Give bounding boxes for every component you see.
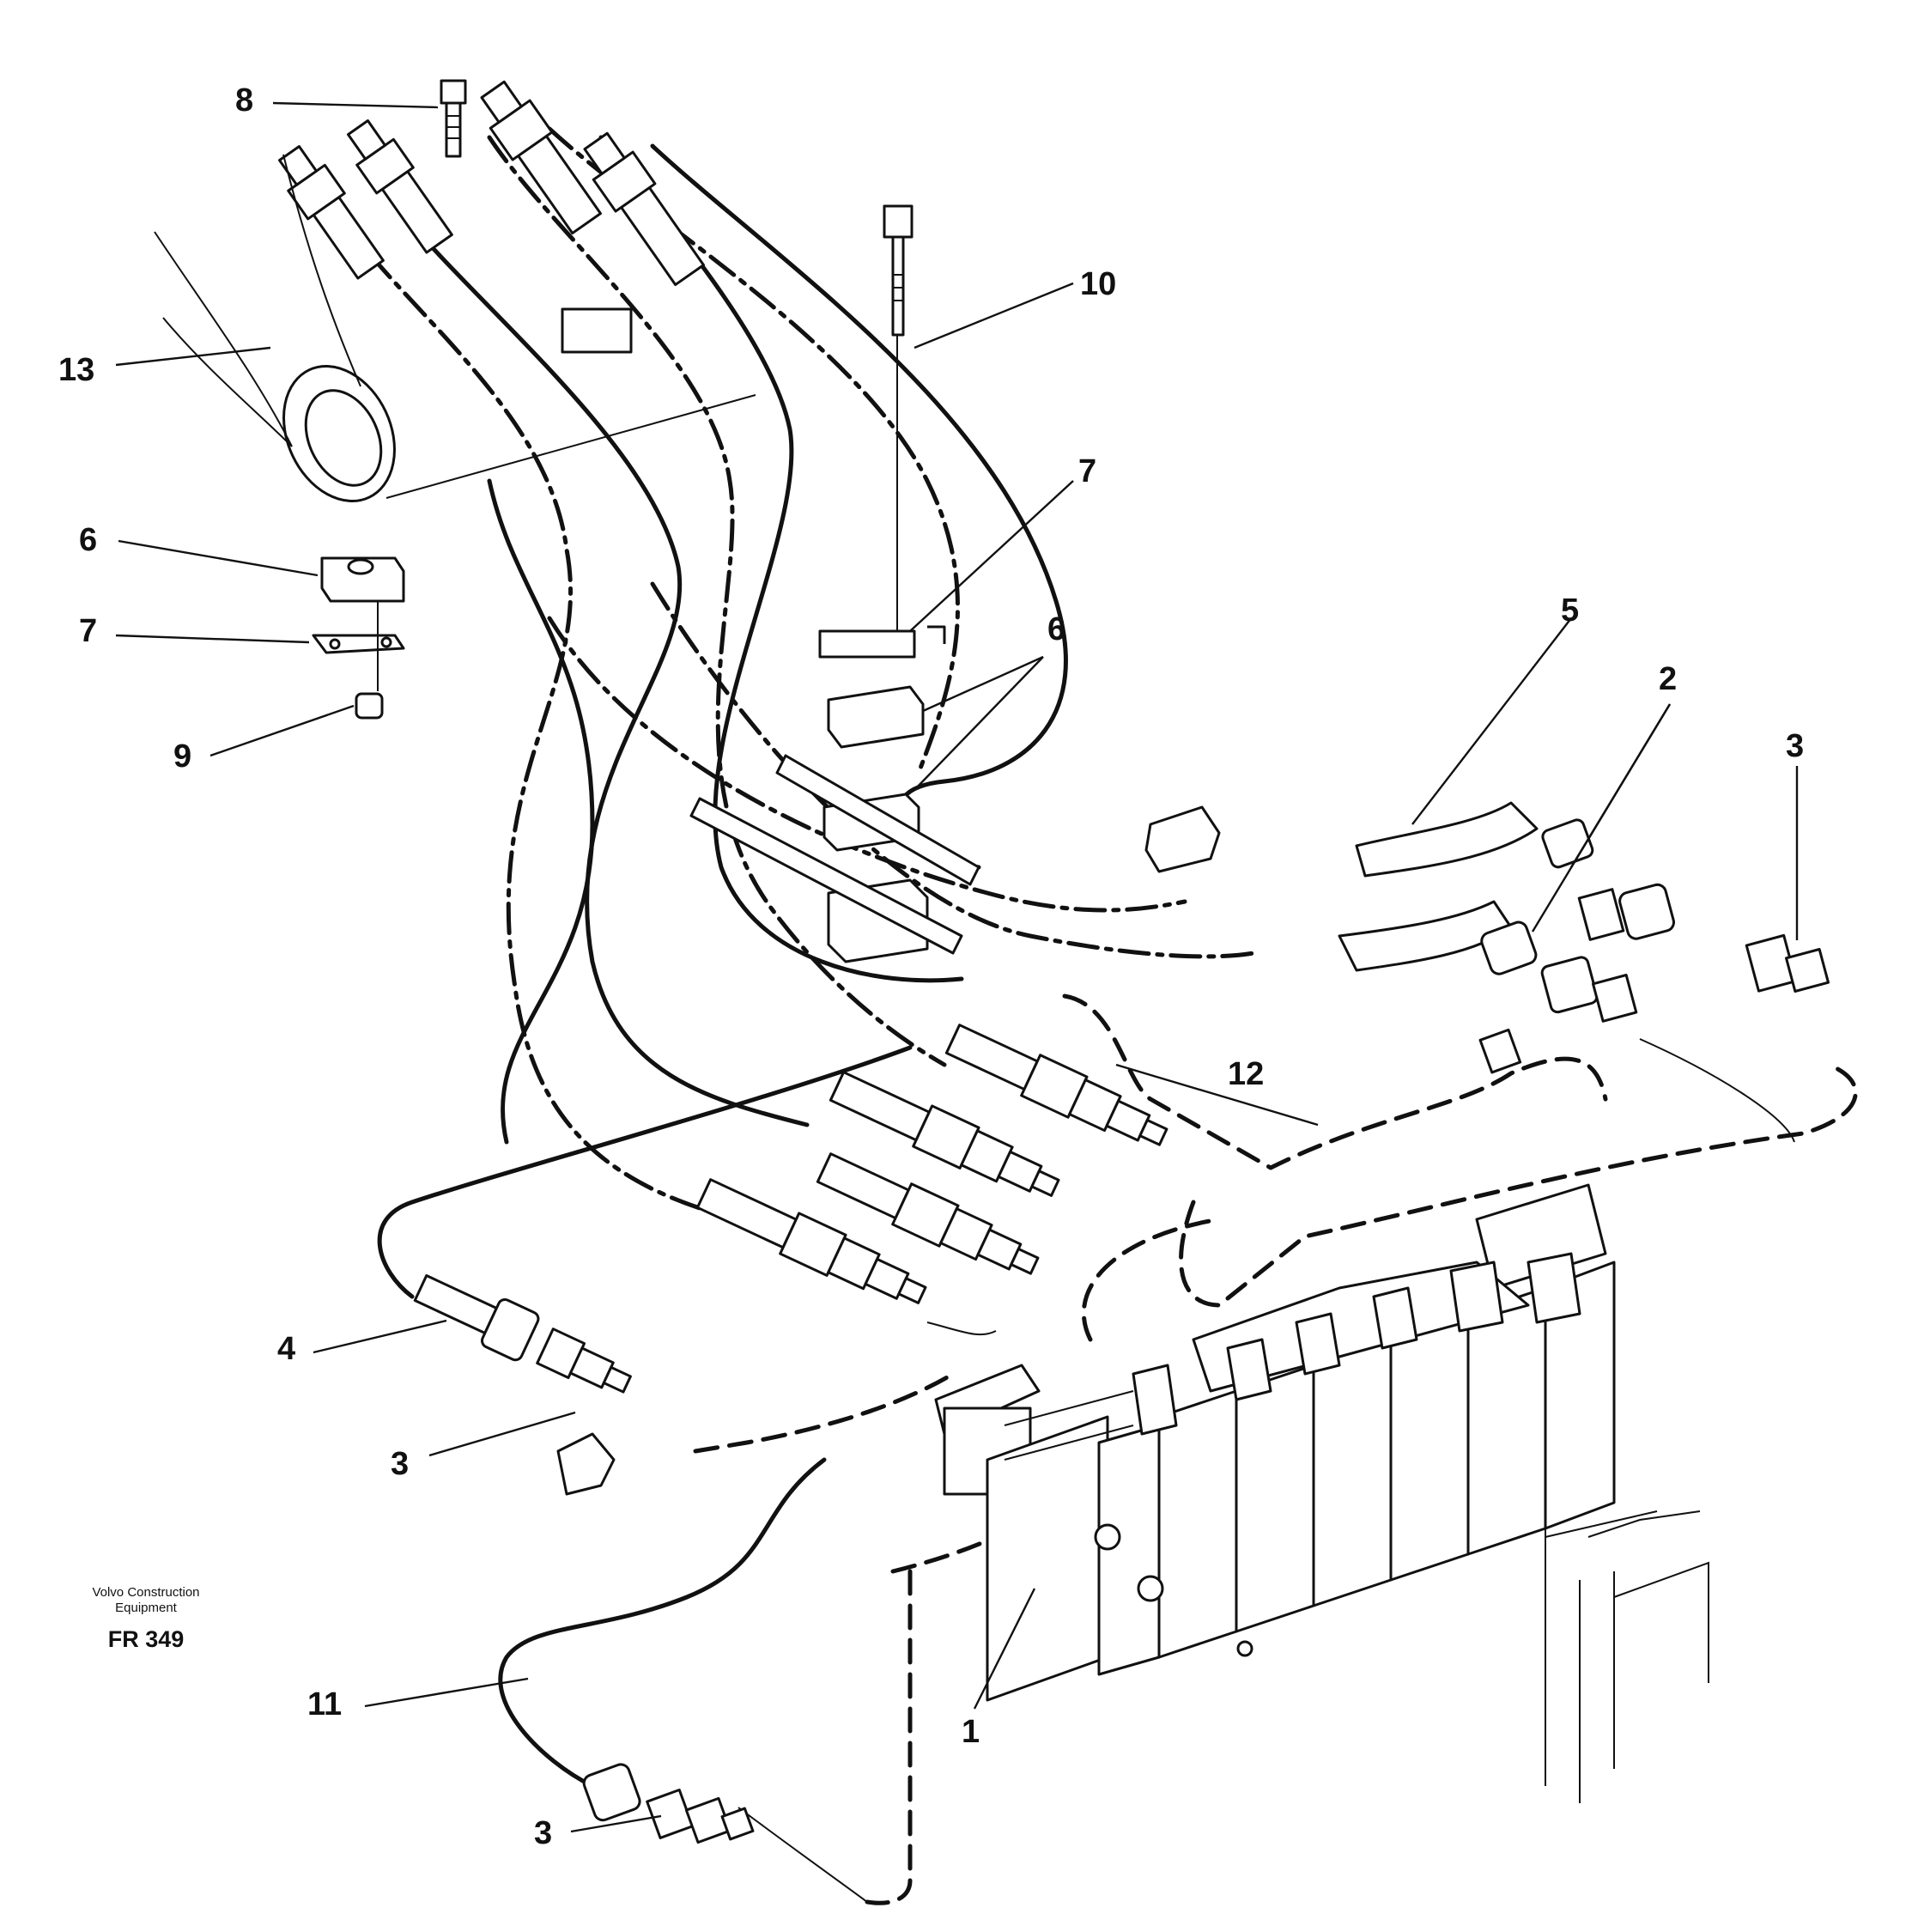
brand-line-2: Equipment: [115, 1601, 177, 1615]
figure-code: FR 349: [107, 1626, 185, 1652]
control-valve-1: [934, 1183, 1709, 1803]
callout-7-left: 7: [79, 613, 98, 649]
callout-1: 1: [962, 1714, 980, 1750]
callout-3-bottom: 3: [534, 1815, 553, 1851]
callout-13: 13: [58, 352, 95, 388]
callout-5: 5: [1561, 592, 1580, 629]
callout-2: 2: [1659, 661, 1678, 697]
fitting-group-right: [1144, 801, 1830, 1074]
top-hose-ends: [278, 80, 705, 287]
callout-10: 10: [1080, 266, 1117, 302]
callout-6-mid: 6: [1047, 611, 1066, 647]
callout-3-right: 3: [1786, 728, 1805, 764]
callout-6-left: 6: [79, 522, 98, 558]
bolt-8: [440, 79, 467, 158]
callout-8: 8: [235, 82, 254, 118]
fitting-group-lower: [413, 1273, 827, 1844]
callout-12: 12: [1228, 1056, 1265, 1092]
callout-7-top: 7: [1078, 453, 1097, 489]
callout-3-left: 3: [391, 1446, 410, 1482]
brand-line-1: Volvo Construction: [92, 1585, 200, 1600]
callout-9: 9: [173, 738, 192, 775]
grommet-13: [154, 154, 756, 503]
clamped-pipes: [689, 625, 980, 955]
clamp-set-left: [312, 556, 405, 720]
fitting-group-mid: [695, 1024, 1168, 1304]
callout-leaders: [115, 101, 1799, 1833]
callout-4: 4: [277, 1331, 296, 1367]
callout-11: 11: [307, 1686, 343, 1722]
diagram-footer: Volvo Construction Equipment FR 349: [69, 1585, 223, 1653]
